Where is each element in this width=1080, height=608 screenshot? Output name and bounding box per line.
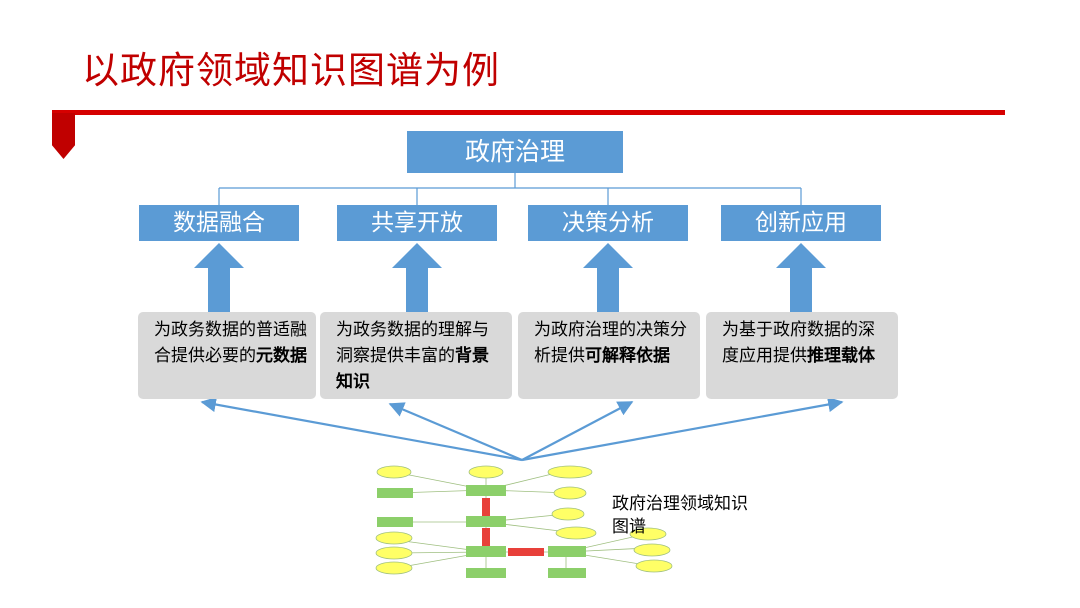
desc-box-data-fusion: 为政务数据的普适融合提供必要的元数据 [138, 312, 316, 399]
kg-entity [548, 546, 586, 557]
category-box-innovation-app: 创新应用 [721, 205, 881, 241]
tree-connector [218, 173, 802, 205]
kg-node [375, 531, 413, 545]
kg-caption: 政府治理领域知识图谱 [612, 494, 748, 537]
kg-node [555, 526, 597, 540]
category-box-decision-analysis: 决策分析 [528, 205, 688, 241]
kg-node [553, 486, 587, 500]
category-box-sharing-open: 共享开放 [337, 205, 497, 241]
kg-entity [466, 546, 506, 557]
up-arrow-2 [392, 243, 442, 312]
kg-node [375, 546, 413, 560]
fan-arrows [200, 396, 844, 462]
desc-bold: 推理载体 [807, 346, 875, 366]
up-arrow-4 [776, 243, 826, 312]
kg-entity [466, 516, 506, 527]
kg-node [376, 465, 412, 479]
kg-node [547, 465, 593, 479]
root-node: 政府治理 [407, 131, 623, 173]
kg-node [551, 507, 585, 521]
desc-text: 为政府治理的决策分析提供 [534, 320, 687, 366]
desc-box-innovation-app: 为基于政府数据的深度应用提供推理载体 [706, 312, 898, 399]
up-arrows [194, 243, 826, 312]
kg-entity [548, 568, 586, 578]
kg-node [635, 559, 673, 573]
desc-box-sharing-open: 为政务数据的理解与洞察提供丰富的背景知识 [320, 312, 512, 399]
up-arrow-3 [583, 243, 633, 312]
desc-bold: 背景知识 [336, 346, 489, 392]
slide-title: 以政府领域知识图谱为例 [82, 49, 500, 92]
kg-entity [377, 488, 413, 498]
kg-entity [377, 517, 413, 527]
desc-text: 为政务数据的理解与洞察提供丰富的 [336, 320, 489, 366]
title-underline [52, 110, 1005, 115]
desc-text: 为政务数据的普适融合提供必要的 [154, 320, 307, 366]
kg-thumbnail [372, 462, 673, 582]
desc-box-decision-analysis: 为政府治理的决策分析提供可解释依据 [518, 312, 700, 399]
desc-text: 为基于政府数据的深度应用提供 [722, 320, 875, 366]
kg-node [375, 561, 413, 575]
kg-entity [466, 568, 506, 578]
kg-node [633, 543, 671, 557]
kg-node [629, 527, 667, 541]
up-arrow-1 [194, 243, 244, 312]
desc-bold: 元数据 [256, 346, 307, 366]
category-box-data-fusion: 数据融合 [139, 205, 299, 241]
title-accent-tab [52, 113, 75, 159]
kg-node [468, 465, 504, 479]
desc-bold: 可解释依据 [585, 346, 670, 366]
kg-entity [466, 485, 506, 496]
